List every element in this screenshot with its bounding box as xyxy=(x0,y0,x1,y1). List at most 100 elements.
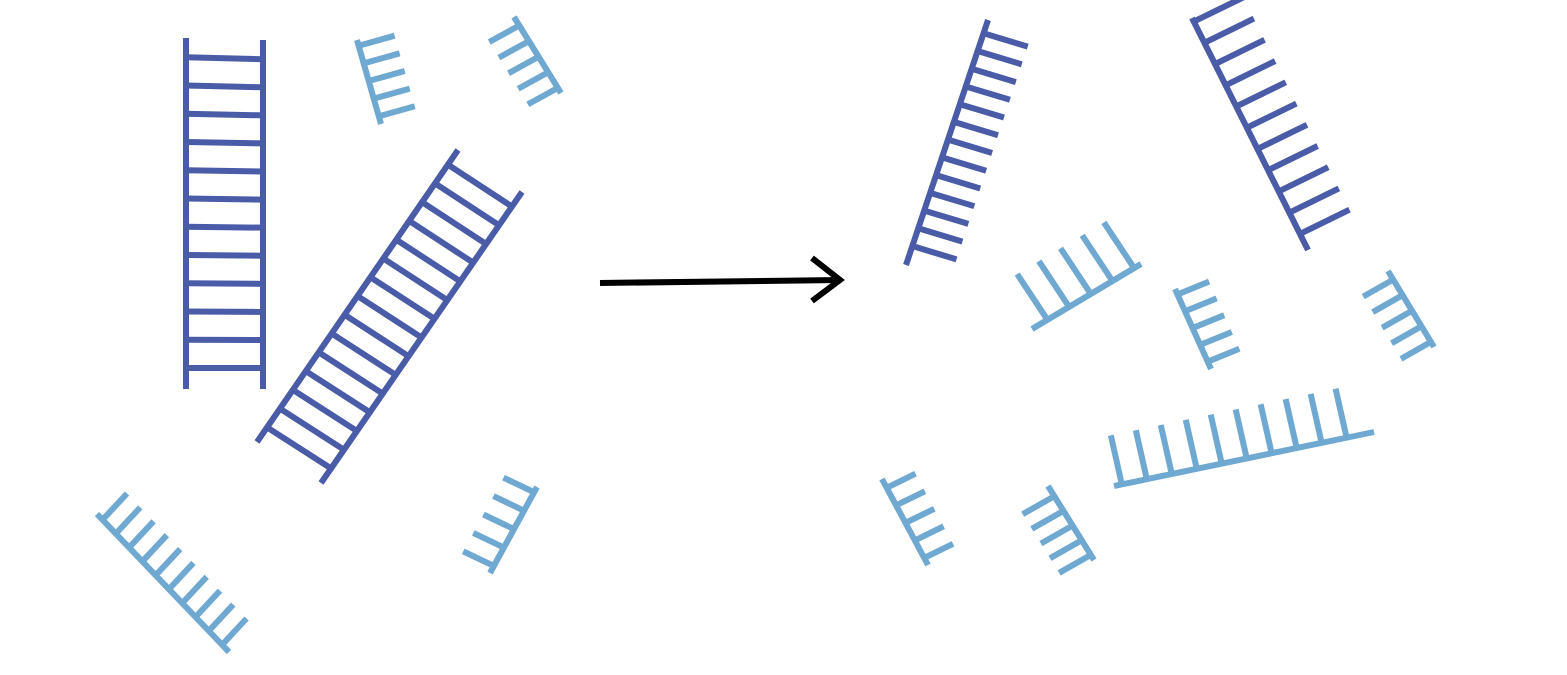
rung xyxy=(185,139,264,147)
tooth xyxy=(461,548,496,569)
tooth xyxy=(1057,552,1093,576)
fragment-right-small xyxy=(1361,269,1437,362)
tooth xyxy=(377,103,416,120)
tooth xyxy=(1288,185,1341,216)
tooth xyxy=(947,136,993,156)
tooth xyxy=(1399,339,1433,362)
rung xyxy=(185,110,264,119)
rung xyxy=(291,387,359,434)
tooth xyxy=(1332,388,1350,439)
tooth xyxy=(1183,295,1218,315)
tooth xyxy=(1207,413,1225,465)
tooth xyxy=(166,560,196,592)
rung xyxy=(446,162,514,210)
rung xyxy=(381,255,449,303)
fragment-top-small xyxy=(354,32,416,125)
tooth xyxy=(472,530,506,551)
rung xyxy=(185,195,264,203)
tooth xyxy=(941,154,988,174)
tooth xyxy=(1256,122,1309,152)
backbone xyxy=(94,511,232,655)
tooth xyxy=(153,547,183,578)
rung xyxy=(185,280,264,287)
rung xyxy=(317,349,385,397)
tooth xyxy=(1380,308,1414,331)
rung xyxy=(185,54,264,63)
backbone xyxy=(1030,261,1143,332)
tooth xyxy=(1079,233,1115,283)
tooth xyxy=(126,519,156,550)
tooth xyxy=(1107,434,1125,486)
tooth xyxy=(1307,393,1325,444)
tooth xyxy=(964,83,1011,103)
arrow-shaft xyxy=(599,277,841,286)
tooth xyxy=(885,471,917,491)
rung xyxy=(342,312,411,359)
fragment-bottom-middle-small xyxy=(461,474,540,575)
tooth xyxy=(1257,403,1275,454)
tooth xyxy=(894,488,927,509)
double-strand-vertical-vertical-ladder xyxy=(183,38,266,389)
tooth xyxy=(929,189,976,210)
separated-strand-right xyxy=(1189,0,1351,252)
tooth xyxy=(1203,15,1256,46)
tooth xyxy=(1234,79,1288,110)
tooth xyxy=(1039,522,1075,547)
tooth xyxy=(1361,276,1395,300)
tooth xyxy=(516,69,550,92)
tooth xyxy=(206,602,236,633)
tooth xyxy=(193,588,223,620)
tooth xyxy=(140,533,170,564)
rung xyxy=(433,180,501,228)
fragment-bottom-center-small xyxy=(1021,484,1097,576)
tooth xyxy=(976,48,1023,68)
tooth xyxy=(923,207,970,227)
fragment-middle xyxy=(1014,220,1143,332)
tooth xyxy=(526,85,560,108)
tooth xyxy=(958,101,1005,121)
tooth xyxy=(1157,424,1175,475)
tooth xyxy=(180,574,209,606)
tooth xyxy=(362,50,401,67)
tooth xyxy=(1182,419,1200,470)
tooth xyxy=(1266,143,1319,173)
tooth xyxy=(497,38,531,61)
tooth xyxy=(970,65,1017,85)
tooth xyxy=(1036,259,1072,309)
tooth xyxy=(372,85,411,102)
rung xyxy=(368,274,437,322)
rung xyxy=(185,167,264,175)
tooth xyxy=(982,30,1029,50)
tooth xyxy=(1176,278,1211,298)
tooth xyxy=(913,523,945,544)
tooth xyxy=(1014,272,1050,322)
tooth xyxy=(507,54,540,76)
tooth xyxy=(1048,537,1084,561)
rung xyxy=(185,251,264,259)
tooth xyxy=(492,493,526,514)
rung xyxy=(407,218,475,266)
tooth xyxy=(1282,398,1300,449)
arrow-head xyxy=(810,255,845,304)
tooth xyxy=(502,474,536,495)
tooth xyxy=(367,68,406,84)
backbone xyxy=(1189,16,1311,252)
tooth xyxy=(357,32,396,49)
rung xyxy=(394,237,462,284)
rung xyxy=(278,406,346,453)
tooth xyxy=(1191,312,1226,331)
fragment-long-horizontal xyxy=(1107,388,1375,489)
fragment-top-right-small xyxy=(487,15,564,108)
separated-strand-left xyxy=(903,19,1029,266)
fragment-center-small xyxy=(1172,278,1241,371)
tooth xyxy=(1213,37,1266,67)
rung xyxy=(185,82,264,91)
right-arrow-icon xyxy=(599,255,845,304)
tooth xyxy=(482,511,516,532)
tooth xyxy=(1132,429,1150,480)
tooth xyxy=(1021,493,1056,517)
backbone xyxy=(903,19,991,266)
tooth xyxy=(1390,323,1423,346)
tooth xyxy=(1224,58,1277,88)
